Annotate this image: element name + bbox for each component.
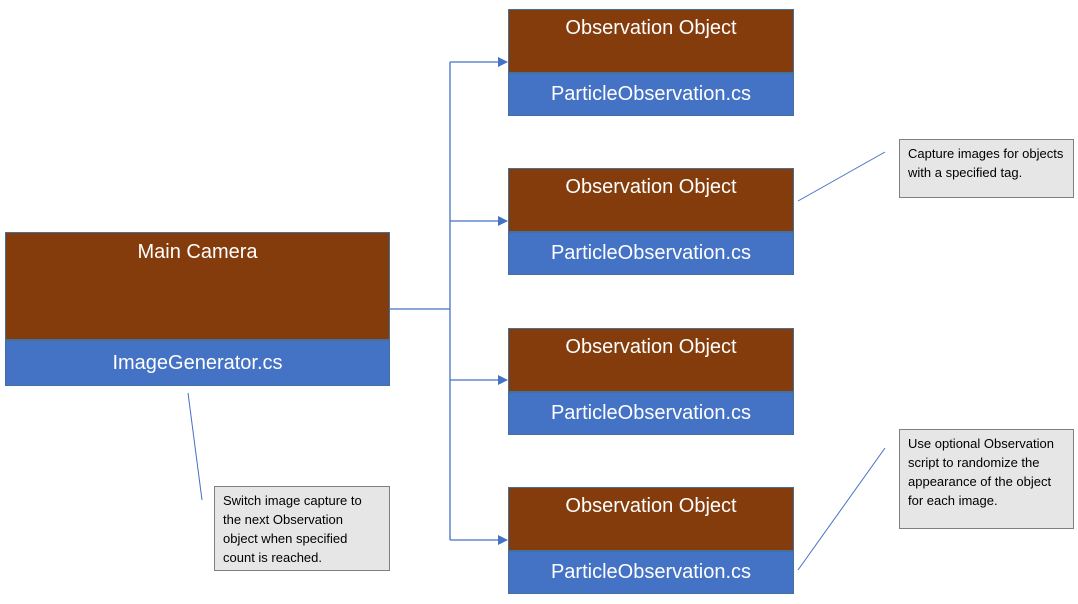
- callout-line-capture: [797, 151, 886, 202]
- observation-node-2: Observation Object ParticleObservation.c…: [508, 168, 794, 275]
- callout-line-switch: [187, 392, 203, 501]
- note-randomize: Use optional Observation script to rando…: [899, 429, 1074, 529]
- observation-node-4: Observation Object ParticleObservation.c…: [508, 487, 794, 594]
- main-camera-title: Main Camera: [5, 232, 390, 340]
- observation-title: Observation Object: [508, 328, 794, 392]
- callout-line-randomize: [797, 447, 886, 571]
- observation-node-3: Observation Object ParticleObservation.c…: [508, 328, 794, 435]
- observation-title: Observation Object: [508, 487, 794, 551]
- observation-title: Observation Object: [508, 168, 794, 232]
- observation-node-1: Observation Object ParticleObservation.c…: [508, 9, 794, 116]
- observation-script: ParticleObservation.cs: [508, 232, 794, 275]
- main-camera-node: Main Camera ImageGenerator.cs: [5, 232, 390, 386]
- observation-title: Observation Object: [508, 9, 794, 73]
- observation-script: ParticleObservation.cs: [508, 551, 794, 594]
- note-switch-capture: Switch image capture to the next Observa…: [214, 486, 390, 571]
- main-camera-script: ImageGenerator.cs: [5, 340, 390, 386]
- observation-script: ParticleObservation.cs: [508, 392, 794, 435]
- observation-script: ParticleObservation.cs: [508, 73, 794, 116]
- note-capture-tag: Capture images for objects with a specif…: [899, 139, 1074, 198]
